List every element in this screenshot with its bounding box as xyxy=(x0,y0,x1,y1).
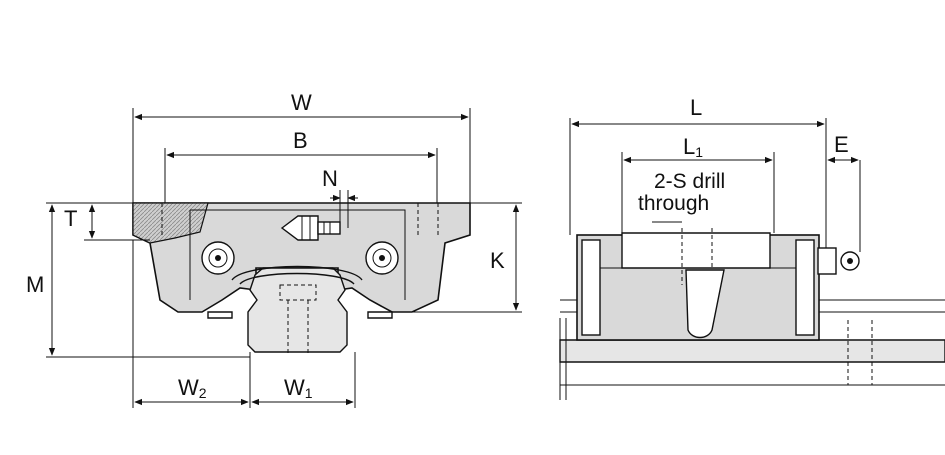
L1-extension-lines xyxy=(621,152,775,233)
B-extension-lines xyxy=(164,148,438,203)
recess-slot xyxy=(685,269,725,339)
drill-hole xyxy=(681,228,713,285)
K-extension-lines xyxy=(412,202,522,313)
L1-label: L1 xyxy=(683,134,703,160)
rail-break-left xyxy=(559,318,567,400)
end-view: W B N T M K W2 W1 xyxy=(26,90,522,408)
end-cap-right xyxy=(795,239,815,336)
rail-bolt-hole xyxy=(287,300,309,355)
M-extension-lines xyxy=(46,202,250,358)
rail-profile xyxy=(247,267,348,353)
grease-nipple xyxy=(280,215,341,241)
bottom-seal-left xyxy=(207,311,233,319)
E-extension-lines xyxy=(825,160,861,252)
drill-note-line2: through xyxy=(638,192,709,215)
W1-W2-extension-lines xyxy=(132,240,356,408)
carriage-top-center xyxy=(621,232,771,269)
E-label: E xyxy=(834,132,849,157)
seal-lip xyxy=(231,265,363,281)
flange-section-hatch xyxy=(132,202,209,244)
side-view: L L1 E 2-S drill through xyxy=(559,95,945,400)
N-label: N xyxy=(322,166,338,191)
L-label: L xyxy=(690,95,702,120)
B-label: B xyxy=(293,128,308,153)
W-extension-lines xyxy=(132,108,471,203)
T-label: T xyxy=(64,206,77,231)
carriage-block xyxy=(132,202,471,313)
rail-side xyxy=(559,339,945,363)
seal-lip-inner xyxy=(239,272,355,285)
rail-bolt-side xyxy=(847,320,873,385)
flange-bolt-hole-right xyxy=(417,203,439,235)
grease-nipple-side xyxy=(817,247,860,275)
W1-label: W1 xyxy=(284,375,313,401)
block-inner-edge xyxy=(190,209,406,300)
M-label: M xyxy=(26,272,44,297)
rail-counterbore xyxy=(279,284,317,301)
ball-circuit-right xyxy=(365,241,399,275)
W2-label: W2 xyxy=(178,375,207,401)
W-label: W xyxy=(291,90,312,115)
drill-note-line1: 2-S drill xyxy=(654,170,725,193)
bottom-seal-right xyxy=(367,311,393,319)
end-cap-left xyxy=(581,239,601,336)
ball-circuit-left xyxy=(201,241,235,275)
K-label: K xyxy=(490,248,505,273)
